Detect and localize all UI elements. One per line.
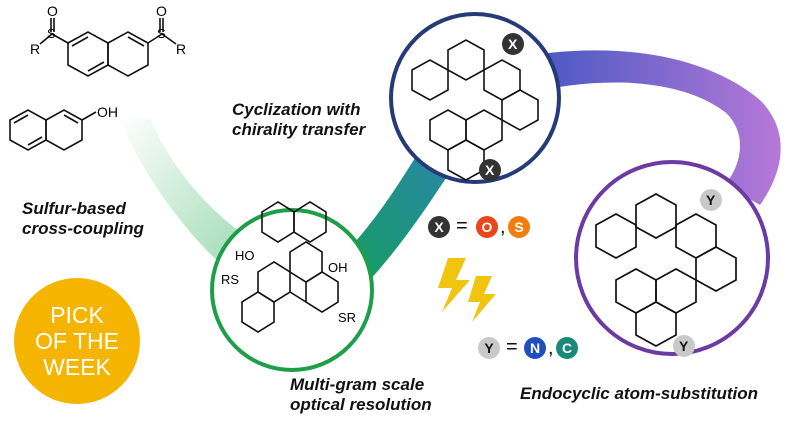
y-atom-bottom-label: Y xyxy=(679,338,689,354)
legend-c-atom: C xyxy=(556,337,578,359)
lightning-bolt-right xyxy=(468,276,496,322)
label-o-right: O xyxy=(156,3,167,19)
navy-ring xyxy=(389,12,561,184)
legend-x-atom: X xyxy=(428,216,450,238)
legend-x-comma: , xyxy=(500,216,506,238)
legend-n-label: N xyxy=(529,340,541,356)
label-oh-binol: OH xyxy=(328,260,348,275)
caption-cyclization: Cyclization with chirality transfer xyxy=(232,100,365,140)
x-atom-top-label: X xyxy=(508,36,518,52)
caption-cyclization-line-1: Cyclization with xyxy=(232,100,361,119)
x-atom-top xyxy=(502,33,524,55)
label-s-left: S xyxy=(47,26,56,41)
legend-o-atom: O xyxy=(476,216,498,238)
caption-sulfur-line-1: Sulfur-based xyxy=(22,199,126,218)
caption-resolution: Multi-gram scale optical resolution xyxy=(290,375,432,415)
x-helicene-structure xyxy=(411,39,539,181)
blue-purple-ribbon xyxy=(505,50,781,205)
badge-line-2: OF THE xyxy=(35,328,119,354)
label-sr: SR xyxy=(338,310,356,325)
legend-n-atom: N xyxy=(524,337,546,359)
legend-c-label: C xyxy=(561,340,573,356)
pick-of-the-week-badge: PICK OF THE WEEK xyxy=(14,278,140,404)
x-atom-bottom-label: X xyxy=(485,162,495,178)
y-atom-top xyxy=(700,189,722,211)
legend-o-label: O xyxy=(481,219,493,235)
legend-x-equals: = xyxy=(456,215,468,237)
legend-y-comma: , xyxy=(548,337,554,359)
label-oh-naphthol: OH xyxy=(97,104,118,120)
legend-s-atom: S xyxy=(508,216,530,238)
caption-cyclization-line-2: chirality transfer xyxy=(232,120,366,139)
legend-y-label: Y xyxy=(484,340,494,356)
x-atom-bottom xyxy=(479,159,501,181)
y-atom-top-label: Y xyxy=(706,192,716,208)
naphthol-structure xyxy=(9,109,97,151)
label-s-right: S xyxy=(157,26,166,41)
legend-x-label: X xyxy=(434,219,444,235)
y-atom-bottom xyxy=(673,335,695,357)
label-ho: HO xyxy=(235,248,255,263)
label-o-left: O xyxy=(47,3,58,19)
legend-y-equals: = xyxy=(506,336,518,358)
y-helicene-structure xyxy=(595,193,737,347)
caption-sulfur-coupling: Sulfur-based cross-coupling xyxy=(22,199,144,239)
badge-line-3: WEEK xyxy=(43,354,111,380)
legend-y-atom: Y xyxy=(478,337,500,359)
caption-substitution: Endocyclic atom-substitution xyxy=(520,384,759,403)
caption-sulfur-line-2: cross-coupling xyxy=(22,219,144,238)
lightning-bolt-left xyxy=(438,258,470,312)
label-r-right: R xyxy=(176,41,186,57)
bis-sulfinyl-naphthalene xyxy=(39,18,177,77)
label-r-left: R xyxy=(30,41,40,57)
badge-line-1: PICK xyxy=(50,302,104,328)
caption-resolution-line-2: optical resolution xyxy=(290,395,432,414)
purple-ring xyxy=(574,160,770,356)
legend-s-label: S xyxy=(514,219,524,235)
label-rs: RS xyxy=(221,272,239,287)
binaphthol-structure xyxy=(241,201,339,333)
caption-resolution-line-1: Multi-gram scale xyxy=(290,375,425,394)
